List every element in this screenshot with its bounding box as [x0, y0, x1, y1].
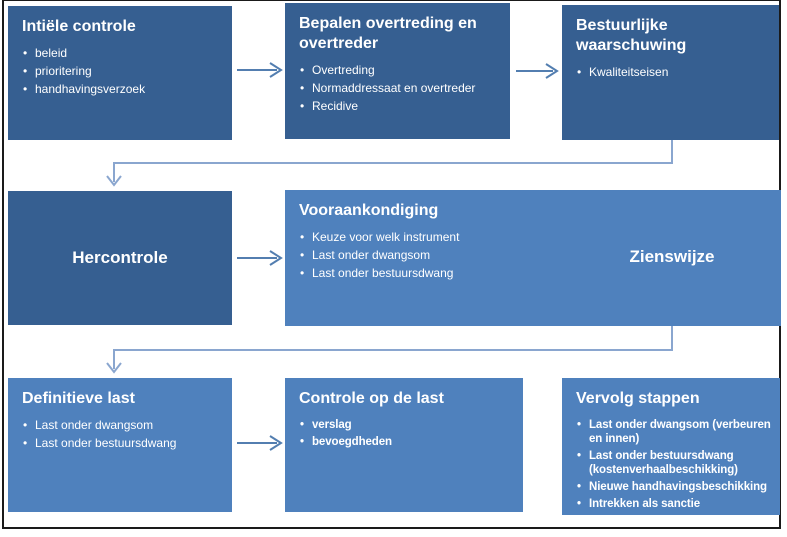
bullet-item: Nieuwe handhavingsbeschikking: [576, 480, 774, 494]
box-title: Intiële controle: [22, 18, 136, 35]
box-bepalen-overtreding: Bepalen overtreding en overtreder Overtr…: [285, 3, 510, 139]
bullet-list: Keuze voor welk instrument Last onder dw…: [299, 230, 767, 280]
box-definitieve-last: Definitieve last Last onder dwangsom Las…: [8, 378, 232, 512]
box-title: Vervolg stappen: [576, 390, 700, 407]
box-initiele-controle: Intiële controle beleid prioritering han…: [8, 6, 232, 140]
bullet-item: handhavingsverzoek: [22, 82, 218, 96]
bullet-item: Keuze voor welk instrument: [299, 230, 767, 244]
box-title: Vooraankondiging: [299, 202, 439, 219]
box-title: Hercontrole: [72, 248, 168, 267]
box-hercontrole: Hercontrole: [8, 191, 232, 325]
bullet-item: Overtreding: [299, 63, 496, 77]
bullet-list: beleid prioritering handhavingsverzoek: [22, 46, 218, 96]
bullet-item: Last onder dwangsom: [299, 248, 767, 262]
bullet-item: Recidive: [299, 99, 496, 113]
bullet-list: Last onder dwangsom Last onder bestuursd…: [22, 418, 218, 450]
bullet-item: beleid: [22, 46, 218, 60]
bullet-item: verslag: [299, 418, 509, 432]
bullet-list: Kwaliteitseisen: [576, 65, 765, 79]
bullet-item: Last onder bestuursdwang: [299, 266, 767, 280]
bullet-list: verslag bevoegdheden: [299, 418, 509, 449]
bullet-item: Kwaliteitseisen: [576, 65, 765, 79]
bullet-item: Intrekken als sanctie: [576, 497, 774, 511]
bullet-item: Last onder bestuursdwang (kostenverhaalb…: [576, 449, 774, 477]
bullet-item: bevoegdheden: [299, 435, 509, 449]
zienswijze-label: Zienswijze: [629, 247, 715, 266]
box-title: Bestuurlijke waarschuwing: [576, 17, 687, 54]
box-vooraankondiging: Vooraankondiging Keuze voor welk instrum…: [285, 190, 781, 326]
bullet-list: Overtreding Normaddressaat en overtreder…: [299, 63, 496, 113]
box-bestuurlijke-waarschuwing: Bestuurlijke waarschuwing Kwaliteitseise…: [562, 5, 779, 140]
box-controle-op-de-last: Controle op de last verslag bevoegdheden: [285, 378, 523, 512]
box-title: Definitieve last: [22, 390, 135, 407]
bullet-item: Last onder dwangsom (verbeuren en innen): [576, 418, 774, 446]
bullet-item: Normaddressaat en overtreder: [299, 81, 496, 95]
bullet-list: Last onder dwangsom (verbeuren en innen)…: [576, 418, 774, 511]
bullet-item: Last onder dwangsom: [22, 418, 218, 432]
box-title: Controle op de last: [299, 390, 444, 407]
bullet-item: prioritering: [22, 64, 218, 78]
box-title: Bepalen overtreding en overtreder: [299, 15, 477, 52]
bullet-item: Last onder bestuursdwang: [22, 436, 218, 450]
box-vervolg-stappen: Vervolg stappen Last onder dwangsom (ver…: [562, 378, 780, 515]
